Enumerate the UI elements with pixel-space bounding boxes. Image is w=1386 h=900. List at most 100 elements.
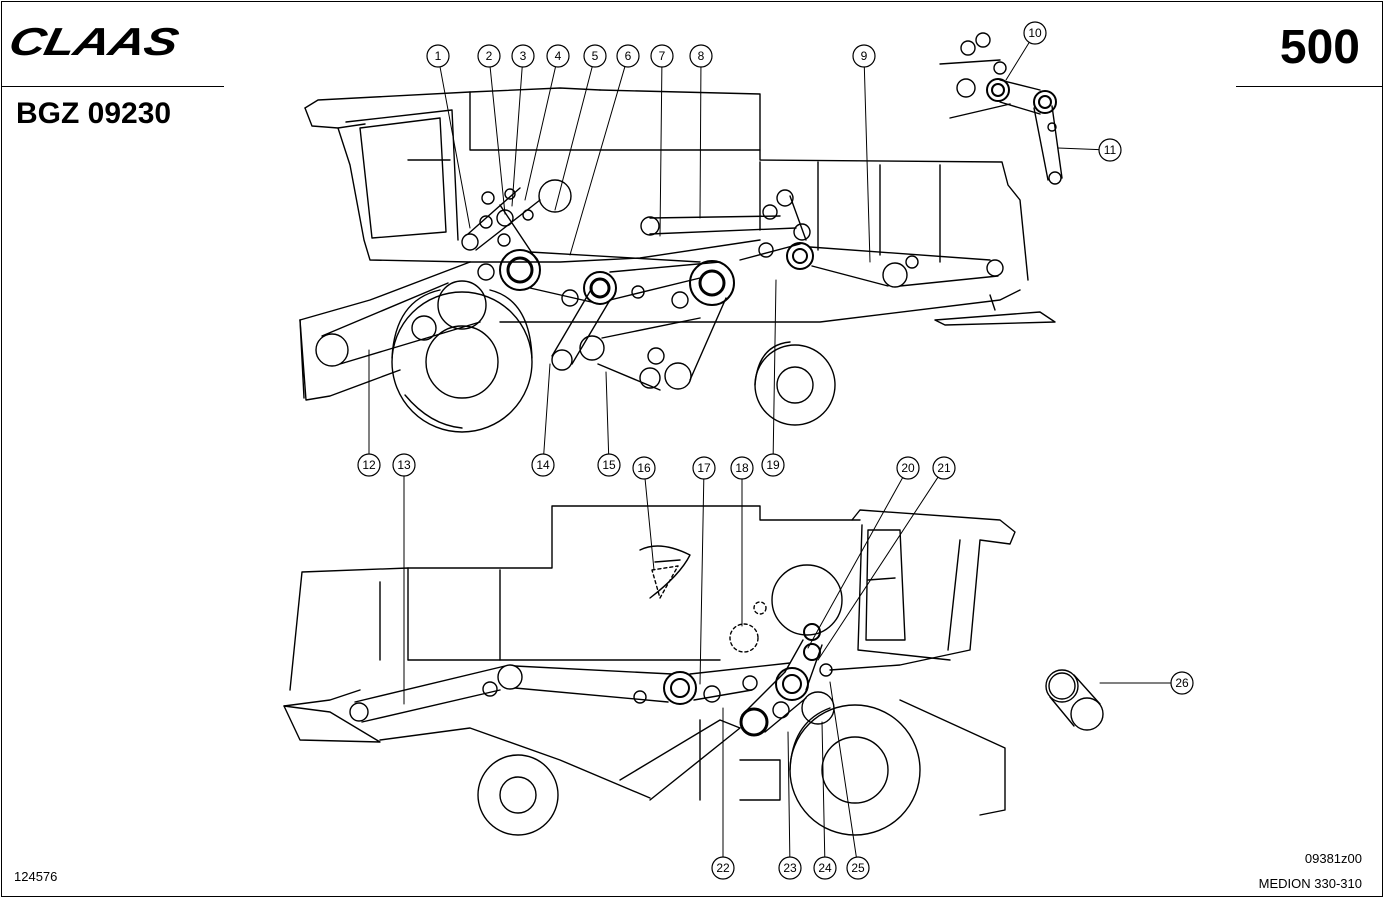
callout-leader-line: [524, 66, 557, 201]
callout-number: 2: [486, 49, 493, 63]
callout-18: 18: [730, 456, 754, 627]
callout-leader-line: [1005, 41, 1030, 81]
callout-bubble: [1170, 671, 1194, 695]
callout-leader-line: [554, 66, 593, 211]
callout-bubble: [616, 44, 640, 68]
callout-number: 6: [625, 49, 632, 63]
part-number: 124576: [14, 869, 58, 884]
callout-bubble: [711, 856, 735, 880]
callout-23: 23: [778, 731, 802, 880]
callout-16: 16: [632, 456, 656, 571]
callout-5: 5: [554, 44, 607, 211]
callout-leader-line: [829, 681, 857, 858]
callout-bubble: [357, 453, 381, 477]
callout-bubble: [546, 44, 570, 68]
page-number: 500: [1279, 21, 1360, 74]
callout-bubble: [852, 44, 876, 68]
callout-leader-line: [787, 731, 791, 858]
callout-leader-line: [817, 476, 939, 661]
callout-21: 21: [817, 456, 956, 661]
callout-number: 15: [602, 458, 616, 472]
callout-bubble: [392, 453, 416, 477]
callout-26: 26: [1099, 671, 1194, 695]
callout-leader-line: [1057, 147, 1100, 151]
callout-number: 1: [435, 49, 442, 63]
callout-number: 7: [659, 49, 666, 63]
callout-leader-line: [543, 363, 551, 455]
callout-bubble: [778, 856, 802, 880]
callout-22: 22: [711, 707, 735, 880]
callout-2: 2: [477, 44, 506, 215]
callout-leader-line: [569, 66, 626, 256]
callout-number: 13: [397, 458, 411, 472]
callout-leader-line: [807, 477, 904, 649]
callout-3: 3: [511, 44, 535, 207]
callout-bubble: [689, 44, 713, 68]
lower-machine-outline: [283, 505, 1016, 836]
callout-leader-line: [605, 371, 610, 455]
callout-4: 4: [524, 44, 570, 201]
callout-17: 17: [692, 456, 716, 685]
callout-bubble: [846, 856, 870, 880]
callout-19: 19: [761, 279, 785, 477]
callout-bubble: [1023, 21, 1047, 45]
drawing-code: 09381z00: [1304, 851, 1362, 866]
callout-number: 14: [536, 458, 550, 472]
callout-leader-line: [772, 279, 777, 455]
callout-leader-line: [821, 721, 826, 858]
callout-number: 20: [901, 461, 915, 475]
callout-number: 19: [766, 458, 780, 472]
callout-7: 7: [650, 44, 674, 237]
callout-number: 9: [861, 49, 868, 63]
callout-bubble: [692, 456, 716, 480]
callout-number: 4: [555, 49, 562, 63]
callout-bubble: [632, 456, 656, 480]
lower-belt-drives: [349, 564, 1104, 737]
callout-number: 16: [637, 461, 651, 475]
callout-bubble: [583, 44, 607, 68]
callout-number: 5: [592, 49, 599, 63]
upper-belt-drives: [315, 32, 1063, 391]
callout-number: 17: [697, 461, 711, 475]
callout-number: 22: [716, 861, 730, 875]
callout-leader-line: [644, 478, 655, 571]
header-divider-right: [1236, 86, 1382, 87]
callout-leader-line: [439, 66, 471, 229]
model-label: MEDION 330-310: [1258, 876, 1362, 891]
callout-bubble: [597, 453, 621, 477]
callout-leader-line: [511, 66, 523, 207]
document-code: BGZ 09230: [16, 97, 172, 130]
callout-number: 12: [362, 458, 376, 472]
callout-15: 15: [597, 371, 621, 477]
upper-machine-outline: [299, 87, 1056, 433]
callout-bubble: [477, 44, 501, 68]
callout-leader-line: [699, 66, 702, 219]
callout-number: 18: [735, 461, 749, 475]
callout-number: 11: [1104, 143, 1117, 157]
callout-number: 26: [1175, 676, 1189, 690]
callout-11: 11: [1057, 138, 1122, 162]
callout-leader-line: [863, 66, 871, 263]
callout-bubble: [730, 456, 754, 480]
callout-14: 14: [531, 363, 555, 477]
callout-bubble: [932, 456, 956, 480]
callout-bubble: [531, 453, 555, 477]
callout-bubble: [813, 856, 837, 880]
callout-bubble: [426, 44, 450, 68]
callout-12: 12: [357, 349, 381, 477]
callout-number: 10: [1028, 26, 1042, 40]
callout-9: 9: [852, 44, 876, 263]
header-divider-left: [2, 86, 224, 87]
callout-number: 25: [851, 861, 865, 875]
callout-1: 1: [426, 44, 471, 229]
callout-number: 21: [937, 461, 951, 475]
callout-20: 20: [807, 456, 920, 649]
callout-leader-line: [489, 66, 506, 215]
callout-25: 25: [829, 681, 870, 880]
callout-leader-line: [699, 478, 705, 685]
callout-number: 8: [698, 49, 705, 63]
callout-leader-line: [659, 66, 663, 237]
